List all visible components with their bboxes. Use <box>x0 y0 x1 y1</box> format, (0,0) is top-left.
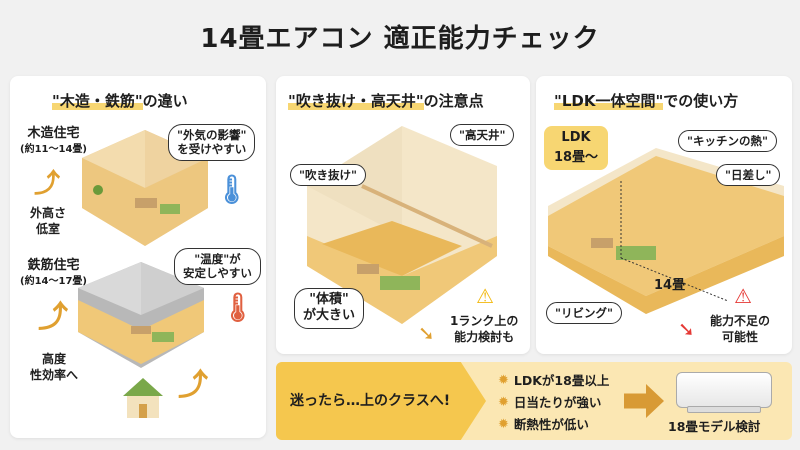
stable-temp-bubble: "温度"が安定しやすい <box>174 248 261 285</box>
warning-icon: ⚠ <box>476 284 494 308</box>
recommendation-banner: 迷ったら…上のクラスへ! ✹LDKが18畳以上 ✹日当たりが強い ✹断熱性が低い… <box>276 362 792 440</box>
area-label: 14畳 <box>654 278 686 293</box>
thermometer-icon: 🌡 <box>220 291 256 324</box>
gear-icon: ✹ <box>498 373 509 388</box>
condition-list: ✹LDKが18畳以上 ✹日当たりが強い ✹断熱性が低い <box>498 370 609 436</box>
right-arrow-icon <box>624 384 664 418</box>
capacity-shortage-note: 能力不足の可能性 <box>710 314 771 344</box>
panel-heading: "吹き抜け・高天井"の注意点 <box>288 92 484 110</box>
air-conditioner-icon <box>676 372 772 413</box>
gear-icon: ✹ <box>498 395 509 410</box>
model-recommendation: 18畳モデル検討 <box>668 419 761 434</box>
ldk-room-illustration <box>548 148 784 314</box>
living-bubble: "リビング" <box>546 302 622 325</box>
side-text-2: 高度性効率へ <box>30 352 79 382</box>
high-ceiling-bubble: "高天井" <box>450 124 515 147</box>
panel-heading: "木造・鉄筋"の違い <box>52 92 188 110</box>
panel-heading: "LDK一体空間"での使い方 <box>554 92 739 110</box>
sunlight-bubble: "日差し" <box>716 164 781 187</box>
kitchen-heat-bubble: "キッチンの熱" <box>678 130 777 153</box>
condition-item: ✹LDKが18畳以上 <box>498 370 609 392</box>
volume-bubble: "体積"が大きい <box>294 288 365 329</box>
rc-room-illustration <box>78 262 204 368</box>
arrow-icon: ➘ <box>418 321 435 345</box>
outdoor-influence-bubble: "外気の影響"を受けやすい <box>168 124 256 161</box>
page-title: 14畳エアコン 適正能力チェック <box>200 24 600 54</box>
warning-icon: ⚠ <box>734 284 752 308</box>
structure-panel: "木造・鉄筋"の違い 木造住宅(約11～14畳) ⤴ 外高さ低室 "外気の影響"… <box>10 76 266 438</box>
gear-icon: ✹ <box>498 417 509 432</box>
side-text-1: 外高さ低室 <box>30 206 67 236</box>
curved-arrow-icon: ⤴ <box>178 368 208 403</box>
atrium-bubble: "吹き抜け" <box>290 164 366 187</box>
rank-up-note: 1ランク上の能力検討も <box>450 314 519 344</box>
rc-house-label: 鉄筋住宅(約14～17畳) <box>20 258 87 287</box>
wood-house-label: 木造住宅(約11～14畳) <box>20 126 87 155</box>
banner-lead: 迷ったら…上のクラスへ! <box>276 362 486 440</box>
condition-item: ✹日当たりが強い <box>498 392 609 414</box>
condition-item: ✹断熱性が低い <box>498 414 609 436</box>
up-arrow-icon: ⤴ <box>34 169 61 199</box>
thermometer-icon: 🌡 <box>214 173 250 206</box>
atrium-panel: "吹き抜け・高天井"の注意点 "高天井" "吹き抜け" "体積"が大きい ⚠ ➘… <box>276 76 530 354</box>
up-arrow-icon: ⤴ <box>38 300 68 335</box>
small-house-icon <box>123 378 163 418</box>
arrow-icon: ➘ <box>678 317 695 341</box>
